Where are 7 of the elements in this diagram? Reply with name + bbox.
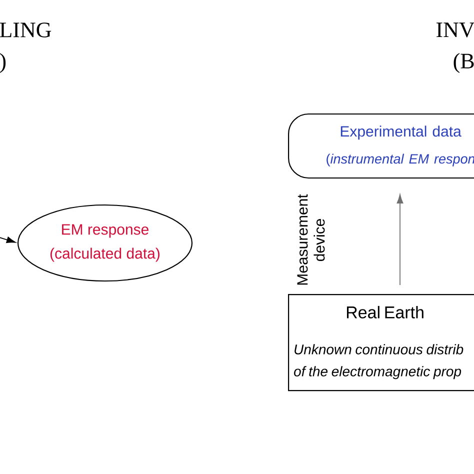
axis-label: Measurement device [297,194,325,285]
heading-text: ) [0,53,6,73]
ellipse-node: EM response (calculated data) [17,204,193,282]
heading-text: LING [0,22,52,38]
arrow [396,194,404,286]
arrow [0,236,16,243]
heading-text: (B [454,53,474,73]
